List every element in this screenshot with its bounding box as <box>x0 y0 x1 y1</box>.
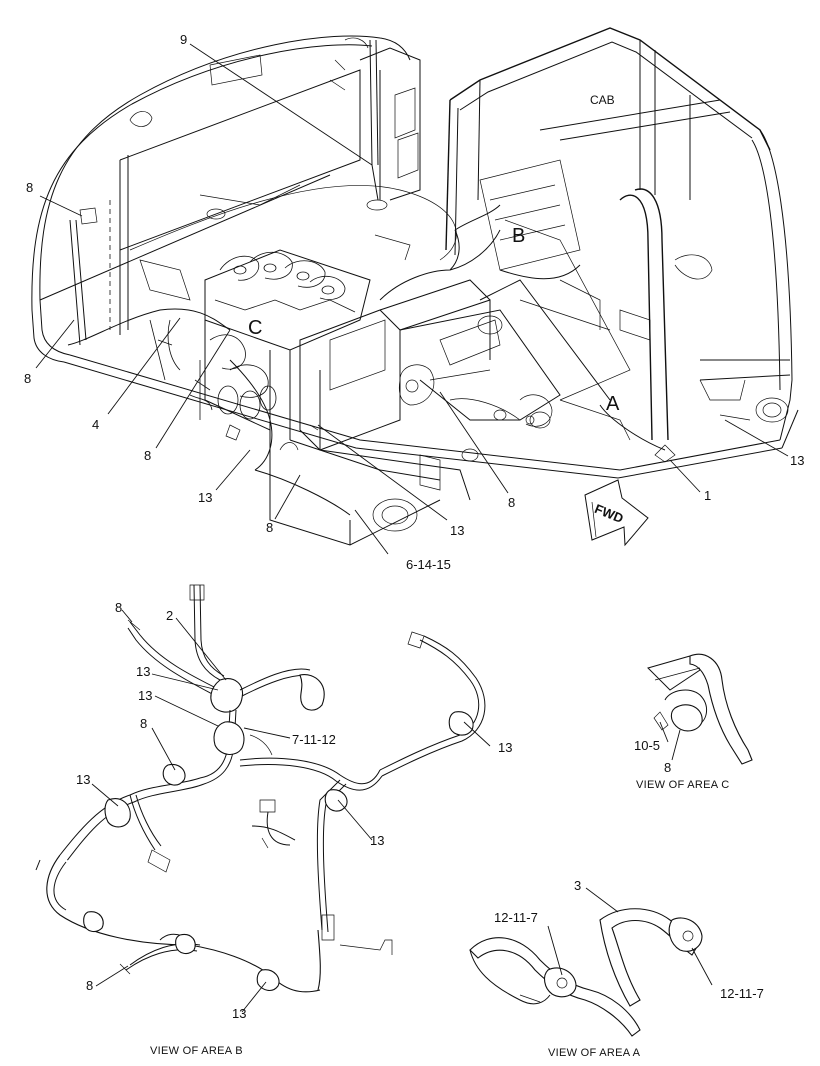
fwd-label: FWD <box>592 501 625 526</box>
callout-1: 1 <box>704 488 711 503</box>
area-c-marker: C <box>248 317 262 339</box>
view-a-callout-3: 3 <box>574 878 581 893</box>
view-b-callout-2: 2 <box>166 608 173 623</box>
area-b-marker: B <box>512 225 525 247</box>
main-callouts: 9 8 8 4 8 13 8 6-14-15 13 8 1 13 <box>24 32 804 572</box>
fwd-arrow: FWD <box>584 479 649 547</box>
tank-boxes <box>269 279 491 546</box>
view-c-callout-8: 8 <box>664 760 671 775</box>
view-b-callout-7-11-12: 7-11-12 <box>292 732 336 747</box>
view-b-callout-13-a: 13 <box>136 664 150 679</box>
view-c-caption: VIEW OF AREA C <box>636 779 729 791</box>
main-leader-lines <box>35 43 789 555</box>
boom-foot <box>398 279 631 462</box>
view-b-callout-13-left: 13 <box>76 772 90 787</box>
area-a-marker: A <box>606 393 620 415</box>
callout-8-rear: 8 <box>26 180 33 195</box>
callout-6-14-15: 6-14-15 <box>406 557 451 572</box>
callout-8-left: 8 <box>24 371 31 386</box>
view-b-callout-8-top: 8 <box>115 600 122 615</box>
callout-8-boom: 8 <box>508 495 515 510</box>
callout-13-engine: 13 <box>198 490 212 505</box>
callout-8-engine: 8 <box>144 448 151 463</box>
view-a-caption: VIEW OF AREA A <box>548 1047 641 1059</box>
view-a-callout-12-11-7-right: 12-11-7 <box>720 986 764 1001</box>
view-area-c: 10-5 8 VIEW OF AREA C <box>634 653 753 791</box>
view-a-callout-12-11-7-left: 12-11-7 <box>494 910 538 925</box>
view-b-callout-13-b: 13 <box>138 688 152 703</box>
callout-8-lower: 8 <box>266 520 273 535</box>
callout-13-center: 13 <box>450 523 464 538</box>
view-b-callout-13-center: 13 <box>370 833 384 848</box>
callout-9: 9 <box>180 32 187 47</box>
view-area-a: 3 12-11-7 12-11-7 VIEW OF AREA A <box>469 878 764 1059</box>
view-b-callout-8-mid: 8 <box>140 716 147 731</box>
callout-13-front: 13 <box>790 453 804 468</box>
view-b-callout-8-bottom: 8 <box>86 978 93 993</box>
engine-assembly: C <box>149 249 371 440</box>
view-b-callout-13-right: 13 <box>498 740 512 755</box>
main-harness <box>67 39 676 516</box>
callout-4: 4 <box>92 417 99 432</box>
view-b-callout-13-bottom: 13 <box>232 1006 246 1021</box>
view-area-b: 8 2 13 13 8 7-11-12 13 13 13 8 13 VIEW O… <box>35 584 512 1057</box>
cab-label: CAB <box>590 93 615 107</box>
cab-structure: CAB <box>445 27 793 441</box>
view-b-caption: VIEW OF AREA B <box>150 1045 243 1057</box>
view-c-callout-10-5: 10-5 <box>634 738 660 753</box>
